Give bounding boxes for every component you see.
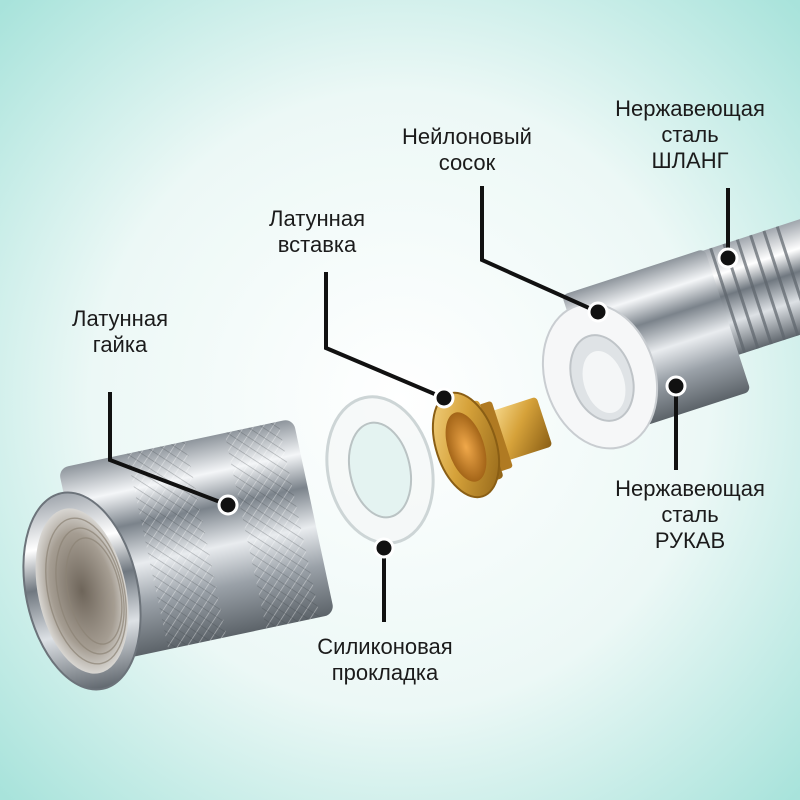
label-steel-sleeve-line-3: РУКАВ bbox=[654, 528, 726, 553]
leader-brass-nut bbox=[108, 392, 229, 507]
label-nylon-nipple: Нейлоновый сосок bbox=[372, 124, 562, 176]
brass-insert-icon bbox=[431, 391, 552, 499]
label-steel-sleeve-line-2: сталь bbox=[661, 502, 719, 527]
leader-dot-nylon-nipple bbox=[587, 301, 609, 323]
steel-sleeve-icon bbox=[541, 250, 750, 450]
label-steel-sleeve-line-1: Нержавеющая bbox=[615, 476, 765, 501]
label-nylon-nipple-line-1: Нейлоновый bbox=[402, 124, 532, 149]
leader-dot-brass-insert bbox=[433, 387, 455, 409]
label-brass-nut-line-2: гайка bbox=[92, 332, 148, 357]
label-brass-insert-line-1: Латунная bbox=[269, 206, 365, 231]
label-brass-nut: Латунная гайка bbox=[40, 306, 200, 358]
leader-dot-steel-sleeve bbox=[665, 375, 687, 397]
label-nylon-nipple-line-2: сосок bbox=[438, 150, 496, 175]
brass-nut-icon bbox=[22, 420, 333, 691]
silicone-gasket-icon bbox=[325, 395, 435, 545]
label-steel-hose-line-1: Нержавеющая bbox=[615, 96, 765, 121]
leader-lines bbox=[108, 186, 730, 622]
label-silicone-gasket: Силиконовая прокладка bbox=[300, 634, 470, 686]
label-silicone-gasket-line-1: Силиконовая bbox=[317, 634, 453, 659]
label-silicone-gasket-line-2: прокладка bbox=[331, 660, 439, 685]
label-brass-insert-line-2: вставка bbox=[277, 232, 357, 257]
label-steel-hose-line-3: ШЛАНГ bbox=[651, 148, 729, 173]
leader-brass-insert bbox=[324, 272, 445, 400]
leader-dot-brass-nut bbox=[217, 494, 239, 516]
leader-dot-steel-hose bbox=[717, 247, 739, 269]
leader-dots bbox=[217, 247, 739, 559]
label-steel-sleeve: Нержавеющая сталь РУКАВ bbox=[590, 476, 790, 554]
leader-nylon-nipple bbox=[480, 186, 599, 314]
label-brass-insert: Латунная вставка bbox=[232, 206, 402, 258]
label-steel-hose-line-2: сталь bbox=[661, 122, 719, 147]
leader-dot-silicone-gasket bbox=[373, 537, 395, 559]
label-brass-nut-line-1: Латунная bbox=[72, 306, 168, 331]
nylon-nipple-icon bbox=[541, 302, 659, 450]
label-steel-hose: Нержавеющая сталь ШЛАНГ bbox=[590, 96, 790, 174]
